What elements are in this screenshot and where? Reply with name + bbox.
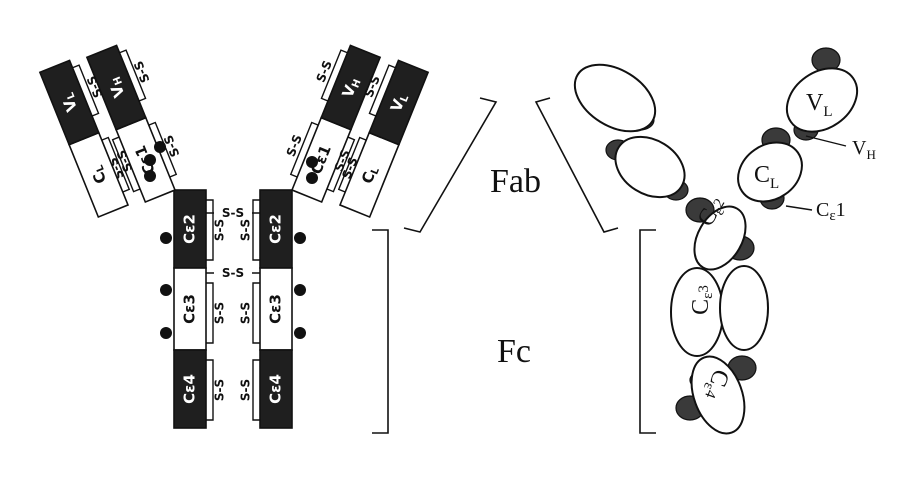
ce2-label-right: Cε2 bbox=[267, 214, 285, 244]
ce3-label-right: Cε3 bbox=[267, 294, 285, 324]
ellipse-model: VL CL Cε2 Cε3 Cε4 VH Cε1 bbox=[563, 48, 876, 441]
ce3-label-left: Cε3 bbox=[181, 294, 199, 324]
ce4-label-right: Cε4 bbox=[267, 374, 285, 404]
ss-bond: S-S bbox=[284, 133, 305, 159]
fc-bracket-left bbox=[372, 230, 388, 433]
glycan-dot bbox=[144, 154, 156, 166]
glycan-dot bbox=[160, 284, 172, 296]
ce4-label-left: Cε4 bbox=[181, 374, 199, 404]
fc-bracket-right bbox=[640, 230, 656, 433]
schematic-ige: Cε2 Cε3 Cε4 Cε2 Cε3 Cε4 S-S S-S bbox=[40, 37, 428, 428]
ss-bond: S-S bbox=[213, 302, 227, 324]
fc-label: Fc bbox=[497, 333, 531, 370]
vh-callout: VH bbox=[852, 137, 876, 162]
ss-bond: S-S bbox=[222, 206, 244, 220]
ss-bond: S-S bbox=[213, 379, 227, 401]
ce2-label-left: Cε2 bbox=[181, 214, 199, 244]
fab-label: Fab bbox=[490, 163, 541, 200]
ss-bond: S-S bbox=[213, 219, 227, 241]
glycan-dot bbox=[294, 232, 306, 244]
ce1-callout: Cε1 bbox=[816, 199, 846, 224]
glycan-dot bbox=[160, 232, 172, 244]
ce3-partner-domain-model bbox=[720, 266, 768, 350]
ss-bond: S-S bbox=[314, 59, 335, 85]
heavy-chain-left-fc: Cε2 Cε3 Cε4 bbox=[160, 190, 206, 428]
ss-bond: S-S bbox=[239, 219, 253, 241]
glycan-dot bbox=[294, 327, 306, 339]
fab-left-outer-domain bbox=[563, 51, 667, 145]
glycan-dot bbox=[144, 170, 156, 182]
ss-bond: S-S bbox=[239, 302, 253, 324]
ss-bond: S-S bbox=[131, 59, 152, 85]
glycan-dot bbox=[306, 156, 318, 168]
fab-bracket-left bbox=[404, 98, 496, 232]
ss-bond: S-S bbox=[239, 379, 253, 401]
inter-heavy-disulfides: S-S S-S S-S S-S S-S S-S S-S S-S bbox=[206, 200, 260, 420]
glycan-dot bbox=[306, 172, 318, 184]
glycan-dot bbox=[294, 284, 306, 296]
ss-bond: S-S bbox=[222, 266, 244, 280]
heavy-chain-right-fc: Cε2 Cε3 Cε4 bbox=[260, 190, 306, 428]
glycan-dot bbox=[154, 141, 166, 153]
glycan-dot bbox=[160, 327, 172, 339]
